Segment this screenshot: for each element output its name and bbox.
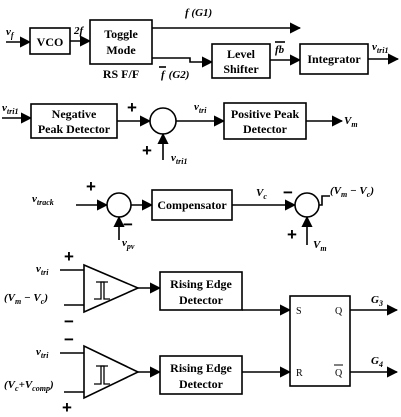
comp2-minus: − bbox=[64, 330, 74, 349]
rising-edge-detector-2 bbox=[159, 355, 243, 395]
compensator-label: Compensator bbox=[157, 198, 227, 212]
neg-label-1: Negative bbox=[52, 107, 97, 121]
vm-in-label: Vm bbox=[313, 239, 327, 253]
comparator-1 bbox=[83, 263, 141, 314]
toggle-label-2: Mode bbox=[106, 43, 136, 57]
vco-label: VCO bbox=[37, 35, 64, 49]
red2-label-2: Detector bbox=[179, 377, 224, 391]
vtri1-in-label: vtri1 bbox=[2, 102, 18, 116]
vcvcomp-in-label: (Vc+Vcomp) bbox=[4, 379, 54, 393]
rising-edge-detector-1 bbox=[159, 271, 243, 311]
f-g1-label: f (G1) bbox=[185, 7, 212, 19]
fb-label: fb bbox=[275, 44, 285, 56]
vtri1-out-label: vtri1 bbox=[372, 41, 388, 55]
compensator-block bbox=[151, 189, 233, 221]
comparator-2 bbox=[83, 344, 140, 400]
summing-junction-2 bbox=[106, 192, 132, 218]
vf-input-label: vf bbox=[6, 26, 15, 40]
sum3-minus: − bbox=[283, 183, 293, 202]
sum1-plus-top: + bbox=[127, 98, 137, 117]
sum1-plus-bottom: + bbox=[142, 141, 152, 160]
sum2-minus: − bbox=[123, 215, 133, 234]
hysteresis-icon-2b bbox=[96, 365, 110, 385]
comp2-plus: + bbox=[62, 398, 72, 417]
rs-flipflop bbox=[289, 295, 351, 387]
comp1-minus: − bbox=[64, 312, 74, 331]
s-pin-label: S bbox=[296, 306, 302, 317]
neg-label-2: Peak Detector bbox=[38, 122, 111, 136]
g4-label: G4 bbox=[371, 355, 383, 369]
comp1-plus: + bbox=[64, 247, 74, 266]
2f-label: 2f bbox=[73, 25, 85, 37]
red1-label-1: Rising Edge bbox=[170, 277, 232, 291]
vtrack-label: vtrack bbox=[32, 193, 54, 207]
g3-label: G3 bbox=[371, 294, 383, 308]
pos-label-2: Detector bbox=[243, 122, 288, 136]
level-label-1: Level bbox=[227, 47, 256, 61]
vpv-label: vpv bbox=[122, 237, 135, 251]
sum2-plus: + bbox=[86, 177, 96, 196]
vmvc-in-label: (Vm − Vc) bbox=[4, 292, 48, 306]
summing-junction-1 bbox=[149, 107, 177, 135]
level-shifter-block bbox=[211, 43, 271, 79]
vtri-r4-label: vtri bbox=[36, 263, 49, 277]
q-pin-label: Q bbox=[335, 306, 343, 317]
vc-label: Vc bbox=[256, 187, 267, 201]
integrator-label: Integrator bbox=[307, 52, 361, 66]
integrator-block bbox=[299, 43, 369, 75]
summing-junction-3 bbox=[294, 192, 320, 218]
red1-label-2: Detector bbox=[179, 293, 224, 307]
g2-arrow bbox=[152, 56, 214, 68]
vmvc-out-label: (Vm − Vc) bbox=[330, 185, 374, 199]
toggle-mode-block bbox=[89, 19, 153, 65]
red2-label-1: Rising Edge bbox=[170, 361, 232, 375]
fbar-g2-label: f(G2) bbox=[161, 69, 189, 81]
toggle-label-1: Toggle bbox=[104, 27, 138, 41]
vtri-label: vtri bbox=[194, 101, 207, 115]
vm-out-label: Vm bbox=[344, 115, 358, 129]
vmvc-out-line bbox=[319, 195, 330, 206]
vtri1-feed-label: vtri1 bbox=[171, 152, 187, 166]
r-pin-label: R bbox=[296, 368, 303, 379]
hysteresis-icon-1b bbox=[96, 281, 110, 300]
qbar-pin-label: Q bbox=[335, 368, 343, 379]
sum3-plus: + bbox=[287, 225, 297, 244]
level-label-2: Shifter bbox=[223, 62, 259, 76]
positive-peak-detector-block bbox=[223, 102, 307, 140]
rsff-label: RS F/F bbox=[103, 67, 139, 81]
pos-label-1: Positive Peak bbox=[231, 107, 300, 121]
vtri-r5-label: vtri bbox=[36, 346, 49, 360]
